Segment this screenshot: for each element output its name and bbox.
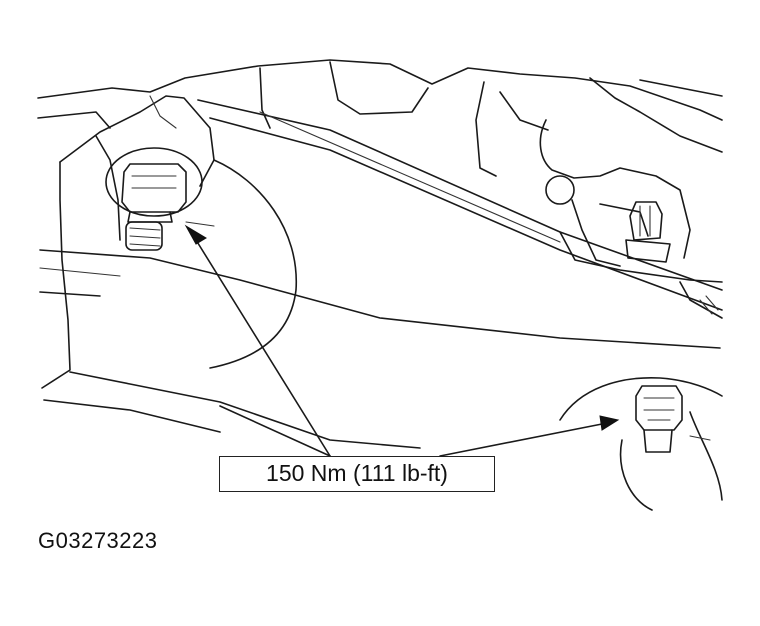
- figure-id: G03273223: [38, 528, 158, 553]
- upper-bolt-icon: [105, 147, 215, 251]
- control-arm-bracket: [41, 95, 421, 449]
- arrow-pointer-icon: [184, 224, 207, 245]
- right-bracket: [539, 119, 691, 267]
- chassis-outline: [37, 59, 723, 349]
- leader-lines: [184, 224, 620, 457]
- arrow-pointer-icon: [599, 415, 620, 431]
- lower-bolt-icon: [559, 377, 723, 511]
- torque-callout-label: 150 Nm (111 lb-ft): [219, 456, 495, 492]
